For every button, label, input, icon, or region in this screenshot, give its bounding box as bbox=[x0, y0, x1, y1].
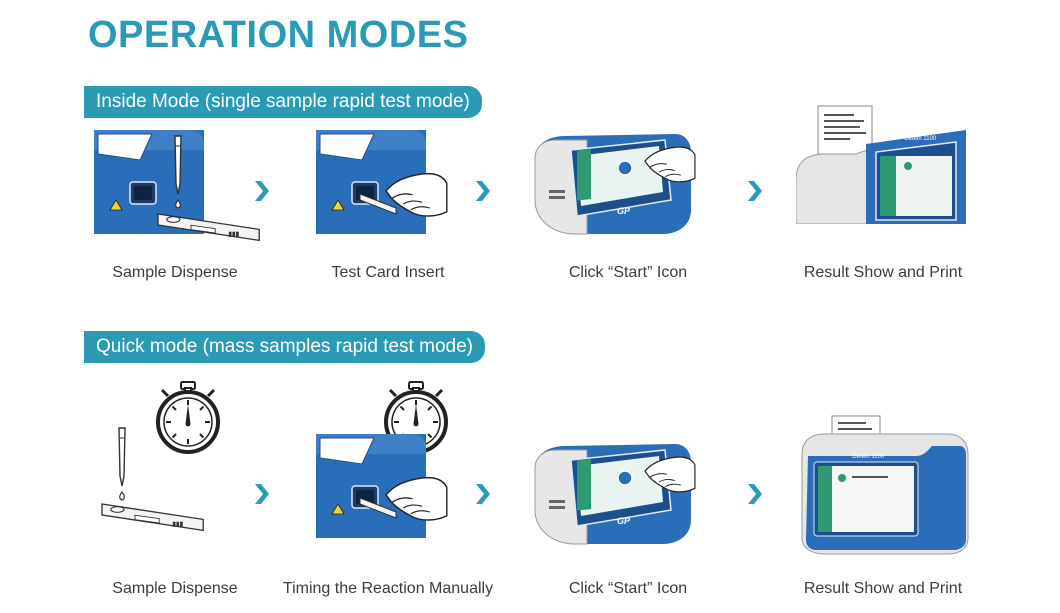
step-caption: Result Show and Print bbox=[803, 264, 963, 281]
card-insert-stopwatch-icon bbox=[316, 380, 448, 538]
device-front-printout-icon: Getein 1100 bbox=[801, 415, 969, 555]
device-screen-title: Getein 1100 bbox=[852, 454, 885, 460]
step-caption: Sample Dispense bbox=[112, 580, 238, 597]
pipette-stopwatch-icon bbox=[101, 380, 220, 532]
card-insert-hand-icon bbox=[316, 130, 448, 235]
step-caption: Result Show and Print bbox=[803, 580, 963, 597]
device-printout-icon: Getein 1100 bbox=[796, 105, 966, 224]
page-title: OPERATION MODES bbox=[88, 14, 469, 56]
step-arrow-icon bbox=[748, 484, 762, 504]
step-arrow-icon bbox=[255, 181, 269, 201]
step-arrow-icon bbox=[255, 484, 269, 504]
step-arrow-icon bbox=[476, 484, 490, 504]
device-touch-icon bbox=[534, 443, 696, 545]
step-caption: Timing the Reaction Manually bbox=[282, 580, 494, 597]
step-caption: Test Card Insert bbox=[331, 264, 445, 281]
step-caption: Click “Start” Icon bbox=[568, 580, 688, 597]
inside-mode-label: Inside Mode (single sample rapid test mo… bbox=[84, 86, 482, 118]
step-caption: Click “Start” Icon bbox=[568, 264, 688, 281]
device-screen-title: Getein 1100 bbox=[904, 136, 937, 142]
step-caption: Sample Dispense bbox=[112, 264, 238, 281]
step-arrow-icon bbox=[476, 181, 490, 201]
quick-mode-label: Quick mode (mass samples rapid test mode… bbox=[84, 331, 485, 363]
step-arrow-icon bbox=[748, 181, 762, 201]
pipette-test-card-icon bbox=[94, 130, 260, 242]
device-touch-icon bbox=[534, 133, 696, 235]
